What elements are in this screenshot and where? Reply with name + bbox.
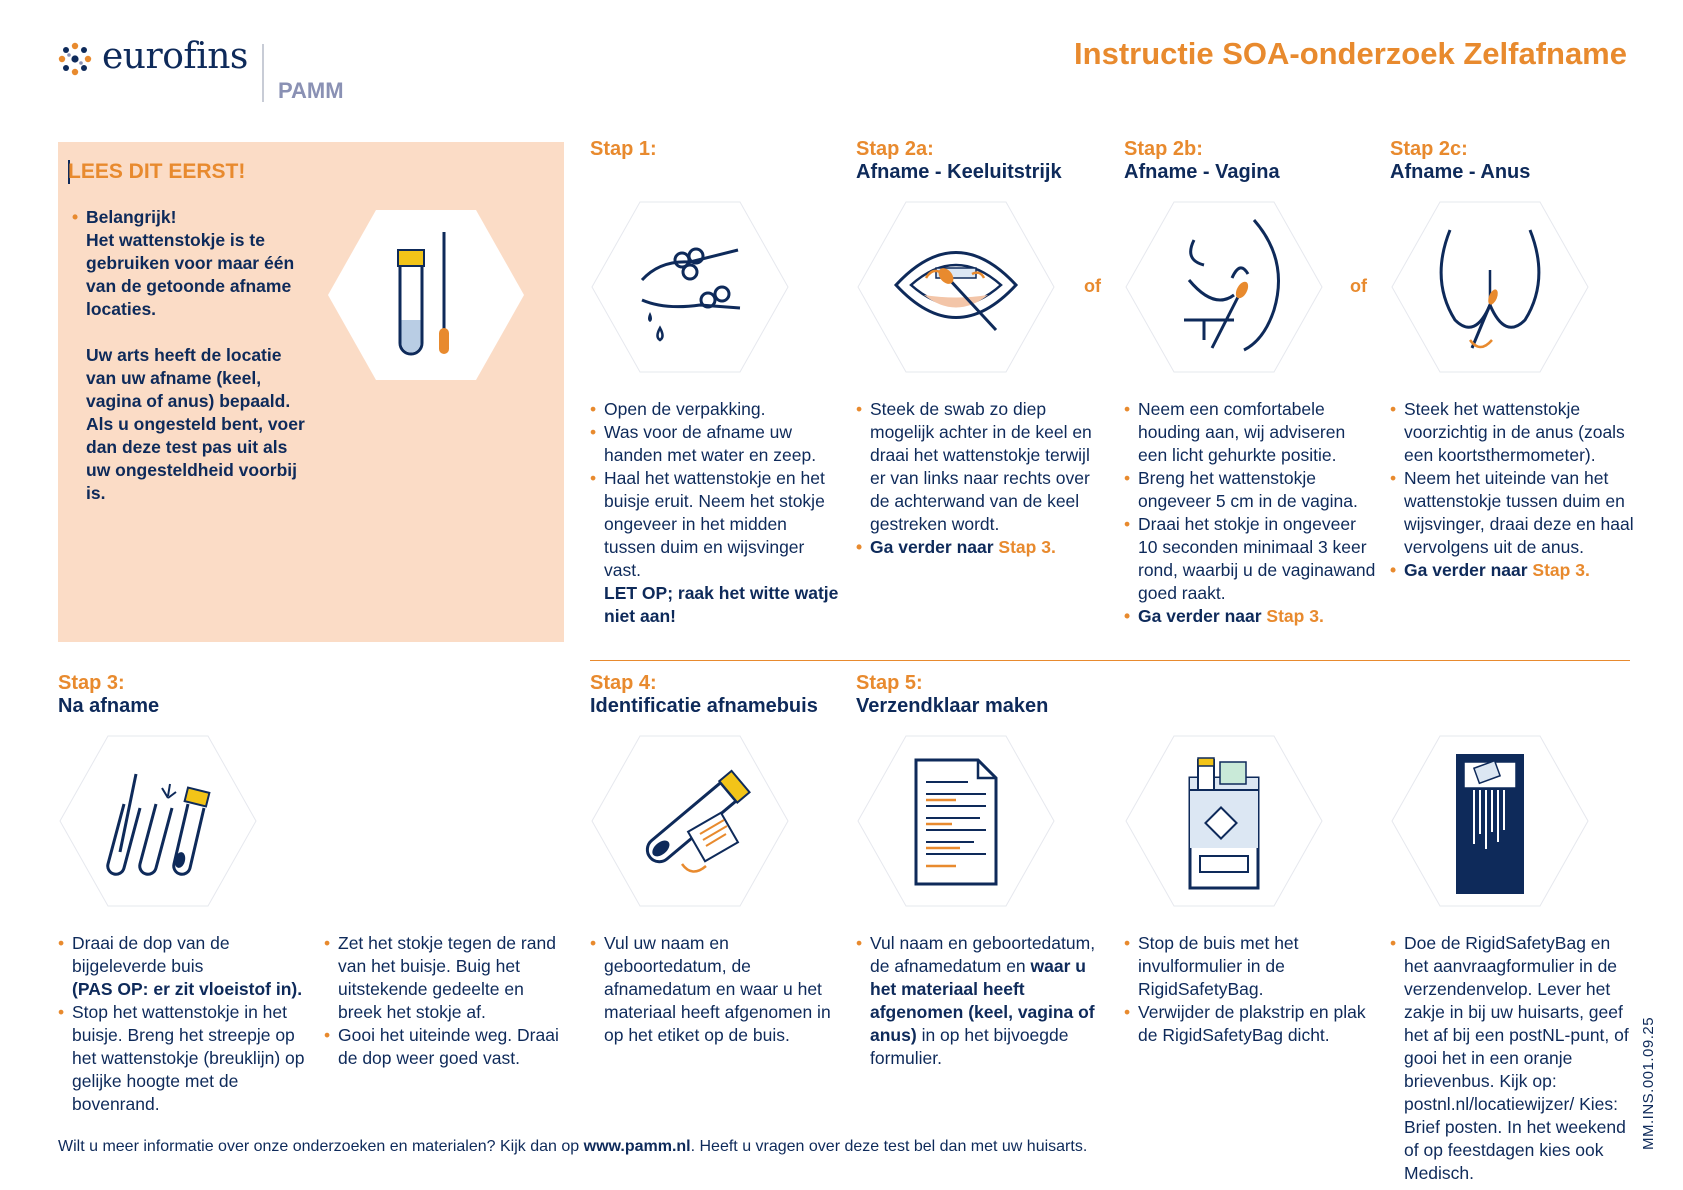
step1-warning: LET OP; raak het witte watje niet aan! [604,583,839,626]
logo-wordmark: eurofins [102,36,248,77]
step4-list: Vul uw naam en geboortedatum, de afnamed… [590,932,842,1047]
list-item: Doe de RigidSafetyBag en het aanvraagfor… [1390,932,1636,1185]
website-link[interactable]: www.pamm.nl [583,1138,691,1155]
step2b-list: Neem een comfortabele houding aan, wij a… [1124,398,1378,628]
go-to-step3: Ga verder naar Stap 3. [1390,559,1636,582]
read-first-title: LEES DIT EERST! [68,160,246,183]
go-to-step3: Ga verder naar Stap 3. [856,536,1108,559]
list-item: Gooi het uiteinde weg. Draai de dop weer… [324,1024,568,1070]
step5-list-col2: Stop de buis met het invulformulier in d… [1124,932,1376,1047]
step2b-heading: Stap 2b: Afname - Vagina [1124,138,1280,183]
safety-bag-icon [1124,734,1324,908]
read-first-text: • Belangrijk!Het wattenstokje is te gebr… [72,206,312,528]
list-item: Steek de swab zo diep mogelijk achter in… [856,398,1108,536]
step2a-list: Steek de swab zo diep mogelijk achter in… [856,398,1108,559]
vagina-swab-icon [1124,200,1324,374]
list-item: Open de verpakking. [590,398,840,421]
list-item: Steek het wattenstokje voorzichtig in de… [1390,398,1636,467]
step3-heading: Stap 3: Na afname [58,672,160,717]
step2a-heading: Stap 2a: Afname - Keeluitstrijk [856,138,1062,183]
text-cursor [68,160,70,184]
step4-heading: Stap 4: Identificatie afnamebuis [590,672,818,717]
logo-subtitle: PAMM [278,78,344,103]
list-item: Stop het wattenstokje in het buisje. Bre… [58,1001,308,1116]
document-code: MM.INS.001.09.25 [1640,1016,1657,1150]
list-item: Draai het stokje in ongeveer 10 seconden… [1124,513,1378,605]
list-item: Haal het wattenstokje en het buisje erui… [590,467,840,582]
step1-heading: Stap 1: [590,138,657,160]
tubes-icon [58,734,258,908]
go-to-step3: Ga verder naar Stap 3. [1124,605,1378,628]
page-title: Instructie SOA-onderzoek Zelfafname [1074,36,1627,71]
step1-list: Open de verpakking. Was voor de afname u… [590,398,840,628]
envelope-icon [1390,734,1590,908]
step2c-heading: Stap 2c: Afname - Anus [1390,138,1531,183]
list-item: Vul naam en geboortedatum, de afnamedatu… [870,933,1096,1068]
step3-list-col1: Draai de dop van de bijgeleverde buis(PA… [58,932,308,1116]
step3-list-col2: Zet het stokje tegen de rand van het bui… [324,932,568,1070]
hand-washing-icon [590,200,790,374]
read-first-para1: Belangrijk!Het wattenstokje is te gebrui… [86,207,295,319]
or-label: of [1350,276,1367,296]
eurofins-dots-icon [58,42,92,76]
list-item: Breng het wattenstokje ongeveer 5 cm in … [1124,467,1378,513]
read-first-panel: LEES DIT EERST! • Belangrijk!Het wattens… [58,142,564,642]
label-tube-icon [590,734,790,908]
list-item: Stop de buis met het invulformulier in d… [1124,932,1376,1001]
list-item: Vul uw naam en geboortedatum, de afnamed… [590,932,842,1047]
step5-list-col3: Doe de RigidSafetyBag en het aanvraagfor… [1390,932,1636,1185]
logo-separator [262,44,264,102]
list-item: Verwijder de plakstrip en plak de RigidS… [1124,1001,1376,1047]
mouth-swab-icon [856,200,1056,374]
list-item: Was voor de afname uw handen met water e… [590,421,840,467]
list-item: Neem het uiteinde van het wattenstokje t… [1390,467,1636,559]
step2c-list: Steek het wattenstokje voorzichtig in de… [1390,398,1636,582]
list-item: Draai de dop van de bijgeleverde buis(PA… [58,932,308,1001]
section-divider [590,660,1630,661]
read-first-para2: Uw arts heeft de locatie van uw afname (… [86,345,305,503]
swab-tube-icon [326,208,526,382]
list-item: Neem een comfortabele houding aan, wij a… [1124,398,1378,467]
list-item: Zet het stokje tegen de rand van het bui… [324,932,568,1024]
anus-swab-icon [1390,200,1590,374]
footer-text: Wilt u meer informatie over onze onderzo… [58,1138,1088,1155]
step5-heading: Stap 5: Verzendklaar maken [856,672,1049,717]
step5-list-col1: • Vul naam en geboortedatum, de afnameda… [856,932,1108,1070]
or-label: of [1084,276,1101,296]
form-document-icon [856,734,1056,908]
